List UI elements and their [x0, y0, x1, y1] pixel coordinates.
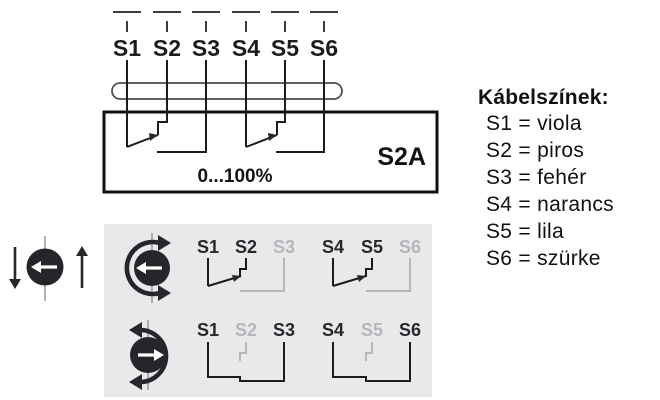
wire-s2-contact: [157, 60, 168, 135]
external-connection-dashes: [113, 11, 338, 32]
panel-label-s1: S1: [197, 237, 219, 257]
legend-item-s5: S5 = lila: [486, 220, 564, 243]
range-label: 0...100%: [198, 166, 273, 187]
legend-item-s6: S6 = szürke: [486, 247, 601, 270]
switch-group-s4-s5-s6: [245, 60, 325, 153]
terminal-label-s3: S3: [192, 35, 220, 61]
rotation-ccw-icon: [124, 233, 171, 303]
switch-group-s1-s2-s3: [126, 60, 207, 153]
wire-s5-contact: [276, 60, 286, 135]
terminal-label-s5: S5: [271, 35, 299, 61]
panel-label-s6: S6: [399, 320, 421, 340]
panel-label-s3: S3: [273, 320, 295, 340]
left-arrow-icon: [31, 261, 57, 273]
cable-bundle-oval: [111, 82, 343, 100]
switch-blade-tip-icon: [268, 133, 277, 141]
switch-state-diagram: S1 S2 S3 S4 S5 S6: [124, 233, 421, 390]
panel-label-s3: S3: [273, 237, 295, 257]
panel-label-s6: S6: [399, 237, 421, 257]
panel-label-s1: S1: [197, 320, 219, 340]
terminal-label-s4: S4: [232, 35, 260, 61]
direction-indicator-icon: [9, 236, 88, 301]
panel-label-s5: S5: [361, 320, 383, 340]
row1-group1-switch: [207, 258, 285, 292]
terminal-labels: S1 S2 S3 S4 S5 S6: [113, 35, 338, 61]
panel-label-s2: S2: [235, 237, 257, 257]
legend-item-s3: S3 = fehér: [486, 166, 587, 189]
terminal-label-s6: S6: [310, 35, 338, 61]
legend-item-s1: S1 = viola: [486, 112, 582, 135]
down-arrow-icon: [9, 247, 21, 289]
row2-group1-labels: S1 S2 S3: [197, 320, 295, 340]
cable-color-legend: Kábelszínek: S1 = viola S2 = piros S3 = …: [478, 86, 658, 272]
switch-blade-tip-icon: [149, 133, 158, 141]
legend-item-s4: S4 = narancs: [486, 193, 614, 216]
row2-group2-labels: S4 S5 S6: [322, 320, 421, 340]
row2-group2-switch: [332, 342, 411, 382]
legend-item-s2: S2 = piros: [486, 139, 585, 162]
actuator-schematic: S1 S2 S3 S4 S5 S6 0...100% S2A: [102, 11, 439, 194]
rotation-cw-icon: [129, 320, 169, 390]
row1-group2-labels: S4 S5 S6: [322, 237, 421, 257]
up-arrow-icon: [76, 246, 88, 288]
panel-label-s4: S4: [322, 320, 344, 340]
terminal-label-s1: S1: [113, 35, 141, 61]
switch-state-panel: S1 S2 S3 S4 S5 S6: [104, 224, 432, 397]
panel-label-s2: S2: [235, 320, 257, 340]
row2-group1-switch: [207, 342, 285, 382]
wire-s6-contact: [276, 60, 325, 153]
row1-group2-switch: [332, 258, 411, 292]
row1-group1-labels: S1 S2 S3: [197, 237, 295, 257]
panel-label-s5: S5: [361, 237, 383, 257]
terminal-label-s2: S2: [153, 35, 181, 61]
wire-s3-contact: [157, 60, 207, 153]
panel-label-s4: S4: [322, 237, 344, 257]
actuator-box-label: S2A: [377, 143, 426, 171]
legend-title: Kábelszínek:: [478, 86, 609, 109]
actuator-box: [102, 110, 439, 194]
